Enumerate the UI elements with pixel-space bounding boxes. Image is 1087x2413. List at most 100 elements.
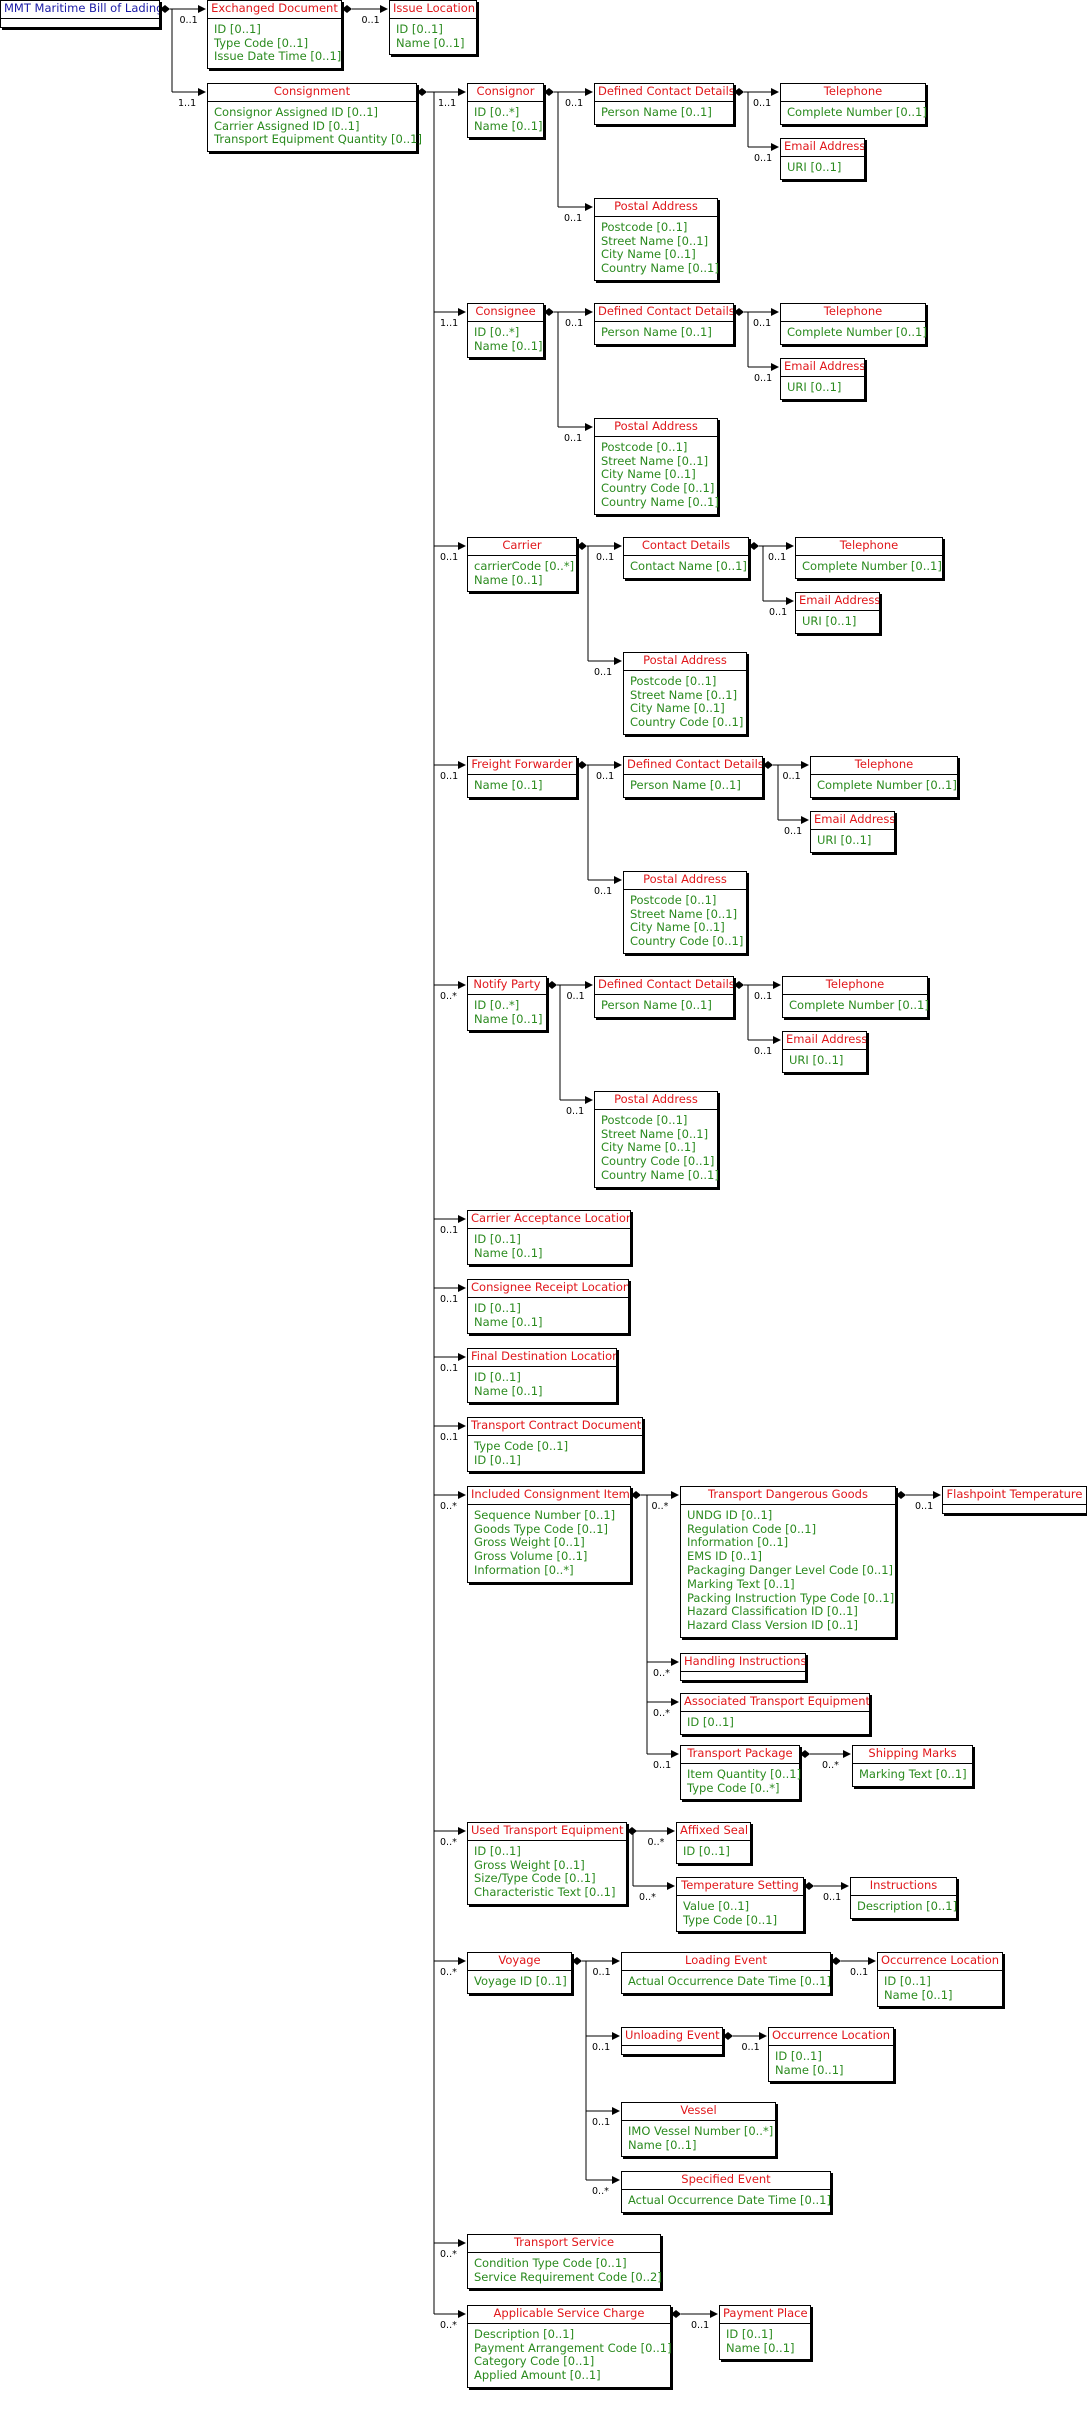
cardinality-label: 0..* [440,1501,457,1512]
attribute-list: ID [0..*]Name [0..1] [468,322,543,358]
arrowhead [585,88,593,96]
class-title: Payment Place [720,2306,810,2324]
composition-diamond [577,761,587,769]
attribute: ID [0..1] [775,2048,822,2063]
attribute-list: Postcode [0..1]Street Name [0..1]City Na… [624,671,746,734]
attribute-list: URI [0..1] [796,611,879,633]
arrowhead [843,1750,851,1758]
cardinality-label: 0..1 [594,667,613,678]
attribute-list: Item Quantity [0..1]Type Code [0..*] [681,1764,801,1800]
attribute: Name [0..1] [474,777,543,792]
arrowhead [458,2239,466,2247]
attribute: URI [0..1] [817,832,872,847]
class-box-mbl: MMT Maritime Bill of Lading [0,0,160,28]
arrowhead [667,1882,675,1890]
class-title: Defined Contact Details [595,977,733,995]
attribute: Type Code [0..1] [214,35,309,50]
attribute-list: URI [0..1] [781,157,864,179]
attribute: Type Code [0..1] [683,1912,778,1927]
arrowhead [614,876,622,884]
cardinality-label: 0..1 [823,1892,842,1903]
arrowhead [458,1215,466,1223]
class-title: Defined Contact Details [595,84,733,102]
arrowhead [933,1491,941,1499]
attribute: Country Name [0..1] [601,494,719,509]
composition-diamond [627,1827,637,1835]
cardinality-label: 0..1 [179,15,198,26]
attribute: ID [0..1] [726,2326,773,2341]
composition-diamond [631,1491,641,1499]
class-title: Issue Location [390,1,476,19]
attribute: Name [0..1] [396,35,465,50]
cardinality-label: 0..1 [361,15,380,26]
attribute: carrierCode [0..*] [474,558,575,573]
class-box-ue: Unloading Event [621,2027,723,2055]
attribute-list [1,19,159,27]
cardinality-label: 0..1 [564,433,583,444]
attribute: Country Code [0..1] [630,934,744,949]
attribute-list [681,1672,805,1680]
attribute: Voyage ID [0..1] [474,1973,567,1988]
cardinality-label: 0..1 [784,826,803,837]
cardinality-label: 0..* [653,1708,670,1719]
arrowhead [759,2032,767,2040]
arrowhead [710,2310,718,2318]
class-title: Occurrence Location [769,2028,893,2046]
attribute: City Name [0..1] [601,247,696,262]
attribute: Information [0..1] [687,1535,789,1550]
class-title: Defined Contact Details [595,304,733,322]
attribute: Name [0..1] [474,1011,543,1026]
attribute-list: URI [0..1] [811,830,894,852]
attribute: Name [0..1] [775,2062,844,2077]
attribute-list [943,1505,1086,1513]
arrowhead [786,542,794,550]
attribute: Street Name [0..1] [630,906,738,921]
attribute-list: Description [0..1]Payment Arrangement Co… [468,2324,672,2387]
cardinality-label: 0..1 [769,607,788,618]
attribute: Marking Text [0..1] [687,1576,795,1591]
attribute: URI [0..1] [787,379,842,394]
arrowhead [667,1827,675,1835]
attribute: Complete Number [0..1] [802,558,942,573]
composition-diamond [800,1750,810,1758]
class-title: Used Transport Equipment [468,1823,626,1841]
attribute: Person Name [0..1] [601,324,712,339]
attribute: Complete Number [0..1] [787,104,927,119]
attribute: Type Code [0..*] [687,1780,780,1795]
cardinality-label: 0..1 [564,213,583,224]
class-title: MMT Maritime Bill of Lading [1,1,159,19]
attribute: Person Name [0..1] [601,997,712,1012]
class-title: Applicable Service Charge [468,2306,670,2324]
attribute: ID [0..1] [214,21,261,36]
attribute: ID [0..1] [474,1300,521,1315]
attribute-list: Value [0..1]Type Code [0..1] [677,1896,803,1932]
attribute: Marking Text [0..1] [859,1766,967,1781]
class-title: Postal Address [624,872,746,890]
attribute-list: ID [0..1]Name [0..1] [769,2046,893,2082]
attribute: Country Name [0..1] [601,261,719,276]
composition-diamond [734,981,744,989]
cardinality-label: 0..* [639,1892,656,1903]
attribute-list: Voyage ID [0..1] [468,1971,571,1993]
composition-diamond [547,981,557,989]
attribute: Street Name [0..1] [601,1126,709,1141]
attribute-list: IMO Vessel Number [0..*]Name [0..1] [622,2121,775,2157]
cardinality-label: 0..1 [594,886,613,897]
cardinality-label: 0..1 [653,1760,672,1771]
attribute: Postcode [0..1] [601,1112,688,1127]
attribute: City Name [0..1] [601,1140,696,1155]
class-title: Telephone [783,977,927,995]
cardinality-label: 0..* [440,2320,457,2331]
